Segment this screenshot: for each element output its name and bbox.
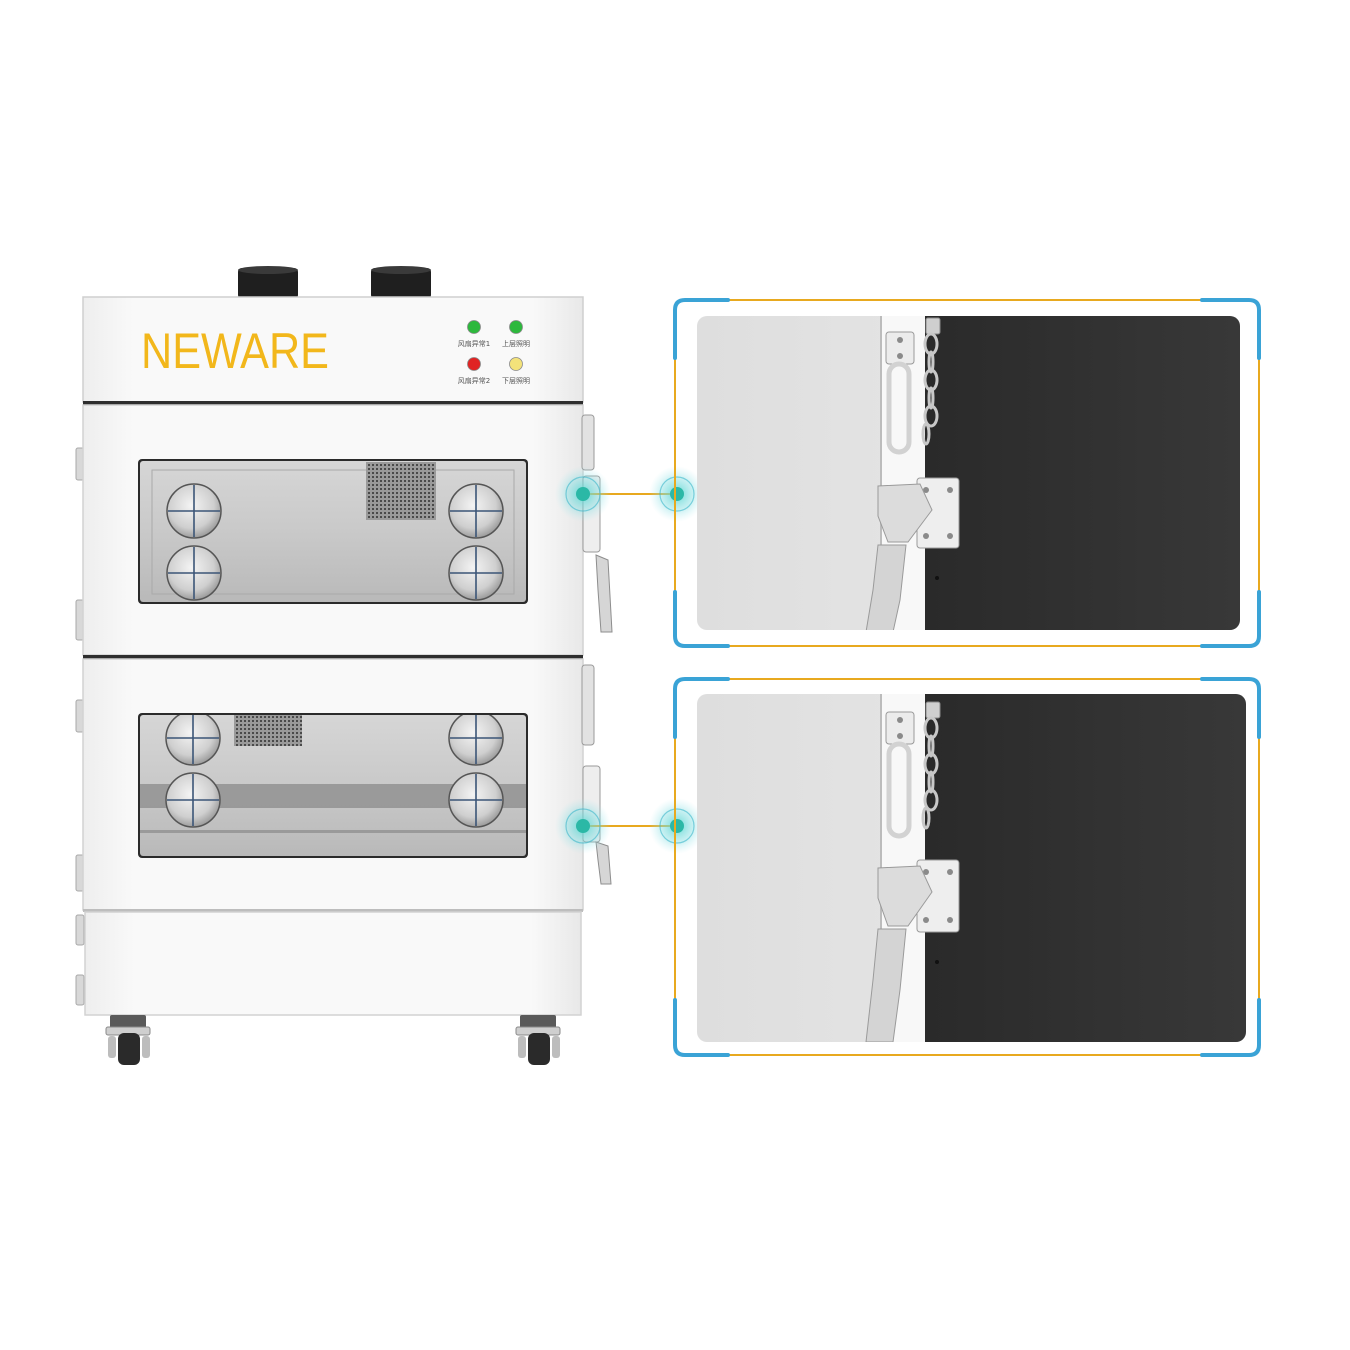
test-chamber: NEWARE 风扇异常1 上层照明 风扇异常2 下层照明	[75, 266, 613, 1065]
latch-closeup-photo	[697, 316, 1240, 630]
connector-dot	[576, 819, 590, 833]
exhaust-port-right	[371, 266, 431, 299]
hasp-arm	[877, 865, 933, 927]
chain-mount	[885, 331, 915, 365]
indicator-light	[467, 357, 481, 371]
brand-logo: NEWARE	[141, 323, 329, 379]
caster-wheel-left	[105, 1015, 151, 1065]
lower-door	[82, 658, 612, 911]
fan-port	[448, 715, 504, 766]
door-divider	[83, 655, 583, 659]
latch-lever	[865, 544, 907, 630]
chain-mount	[885, 711, 915, 745]
upper-window	[140, 461, 526, 602]
fan-port	[166, 483, 222, 539]
indicator-panel: 风扇异常1 上层照明 风扇异常2 下层照明	[458, 320, 530, 385]
caster-wheel-right	[515, 1015, 561, 1065]
connector-lower	[555, 798, 705, 854]
indicator-label: 下层照明	[502, 377, 530, 385]
base-drawer	[84, 911, 582, 1016]
indicator-label: 风扇异常2	[458, 376, 490, 385]
side-hinges	[75, 447, 85, 1006]
callout-upper-latch	[673, 298, 1261, 648]
fan-port	[165, 715, 221, 766]
dark-panel	[925, 694, 1246, 1042]
fan-port	[166, 545, 222, 601]
base-divider	[83, 909, 583, 912]
fan-port	[165, 772, 221, 828]
latch-lever	[865, 928, 907, 1042]
exhaust-port-left	[238, 266, 298, 299]
latch-hardware	[865, 317, 960, 630]
connector-dot	[670, 487, 684, 501]
callout-lower-latch	[673, 677, 1261, 1057]
carabiner-hook	[886, 361, 912, 455]
indicator-light	[509, 320, 523, 334]
connector-dot	[670, 819, 684, 833]
upper-door	[82, 404, 613, 656]
connector-upper	[555, 466, 705, 522]
fan-port	[448, 772, 504, 828]
callout-frame	[673, 677, 1261, 1057]
chain	[921, 716, 939, 830]
panel-divider	[83, 401, 583, 405]
dark-panel	[925, 316, 1240, 630]
mesh-grille	[234, 715, 302, 746]
indicator-label: 风扇异常1	[458, 339, 490, 348]
connector-dot	[576, 487, 590, 501]
upper-door-latch	[581, 414, 613, 633]
latch-hardware	[865, 701, 960, 1042]
fan-port	[448, 483, 504, 539]
callout-frame	[673, 298, 1261, 648]
fan-port	[448, 545, 504, 601]
hasp-arm	[877, 483, 933, 543]
indicator-light	[467, 320, 481, 334]
latch-closeup-photo	[697, 694, 1246, 1042]
control-panel	[82, 296, 584, 403]
indicator-light	[509, 357, 523, 371]
lower-window	[140, 715, 526, 856]
indicator-label: 上层照明	[502, 339, 530, 348]
mesh-grille	[366, 462, 436, 520]
carabiner-hook	[886, 741, 912, 839]
chain	[921, 332, 939, 446]
